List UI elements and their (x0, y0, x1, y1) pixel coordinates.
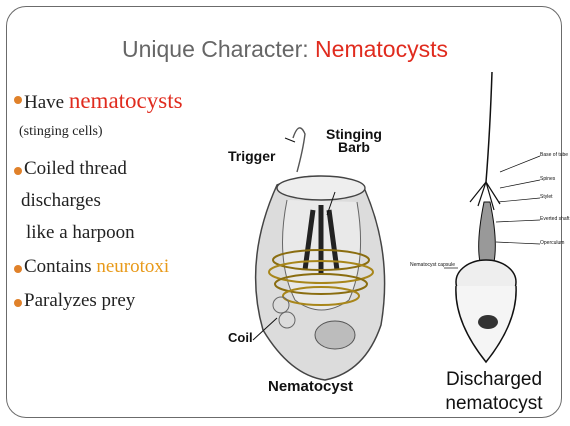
bullet-dot (14, 299, 22, 307)
bullet-text: Paralyzes prey (24, 290, 135, 312)
base-of-tube-label: Base of tube (540, 152, 568, 158)
discharged-caption: Discharged nematocyst (424, 368, 564, 416)
stylet (479, 202, 496, 262)
operculum-label: Operculum (540, 240, 564, 246)
coil-label: Coil (228, 330, 253, 345)
title-highlight: Nematocysts (315, 36, 448, 62)
bullet-dot (14, 96, 22, 104)
capsule-nucleus (478, 315, 498, 329)
bullet-continuation: discharges (21, 190, 101, 212)
tube (486, 72, 492, 182)
bullet-highlight: nematocysts (69, 88, 183, 113)
caption-line-2: nematocyst (424, 392, 564, 416)
pointer (500, 180, 540, 188)
capsule-label: Nematocyst capsule (410, 262, 455, 268)
nematocyst-caption: Nematocyst (268, 378, 353, 395)
bullet-text: Have (24, 92, 69, 113)
bullet-have-nematocysts: Have nematocysts (14, 86, 260, 116)
capsule-cap (277, 176, 365, 200)
trigger-pointer (285, 138, 295, 142)
slide-title: Unique Character: Nematocysts (0, 36, 570, 63)
bullet-continuation: like a harpoon (26, 222, 135, 244)
title-prefix: Unique Character: (122, 36, 315, 62)
nucleus (315, 321, 355, 349)
trigger-shape (293, 128, 305, 172)
pointer (496, 220, 540, 222)
bullet-list: Have nematocysts (stinging cells) Coiled… (14, 86, 260, 116)
bullet-dot (14, 167, 22, 175)
caption-line-1: Discharged (424, 368, 564, 392)
barb-label-line: Barb (326, 141, 382, 154)
pointer (500, 156, 540, 172)
spines-label: Spines (540, 176, 555, 182)
pointer (496, 242, 540, 244)
pointer (498, 198, 540, 202)
bullet-dot (14, 265, 22, 273)
stinging-barb-label: Stinging Barb (326, 128, 382, 154)
bullet-text: Coiled thread (24, 158, 127, 180)
bullet-highlight: neurotoxi (96, 256, 169, 277)
discharged-nematocyst-diagram (440, 72, 566, 372)
stylet-label: Stylet (540, 194, 553, 200)
bullet-subtext: (stinging cells) (19, 124, 103, 140)
everted-shaft-label: Everted shaft (540, 216, 569, 222)
trigger-label: Trigger (228, 148, 275, 164)
bullet-text: Contains (24, 256, 96, 277)
